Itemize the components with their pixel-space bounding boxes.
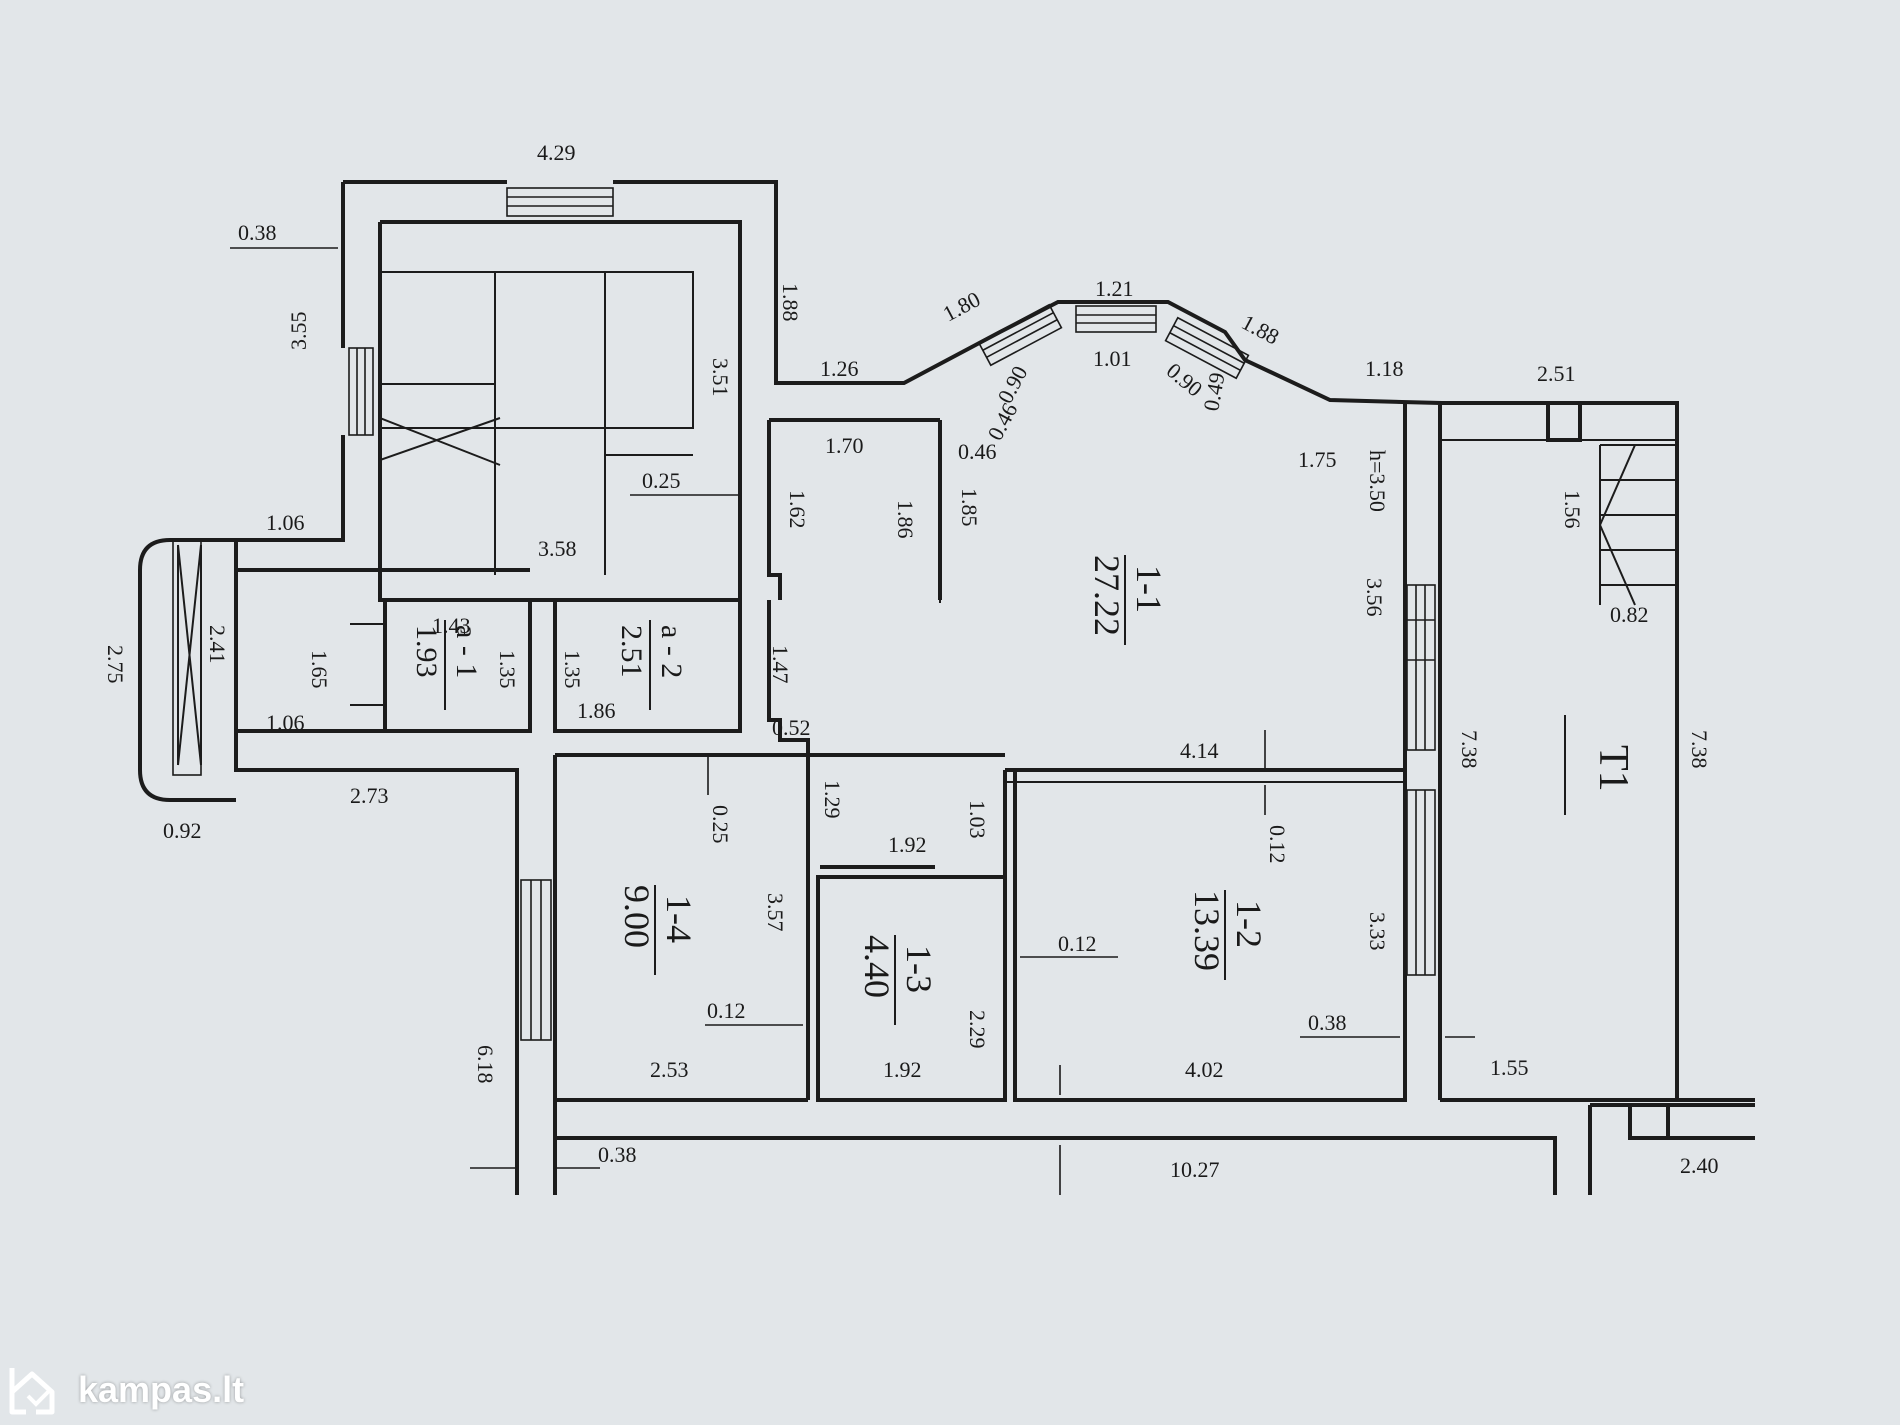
room-1-3-label: 1-3 4.40: [857, 935, 939, 1025]
dim: 0.46: [958, 439, 997, 464]
dim: 0.38: [238, 220, 277, 245]
dim: 6.18: [473, 1045, 498, 1084]
dim: 0.38: [598, 1142, 637, 1167]
room-a-2-label: a - 2 2.51: [615, 620, 688, 710]
dim: 3.33: [1365, 912, 1390, 951]
room-a-1-area: 1.93: [410, 625, 443, 678]
dim: 2.29: [965, 1010, 990, 1049]
room-1-1-area: 27.22: [1087, 555, 1127, 636]
dim: 1.80: [939, 286, 985, 326]
dim: 2.75: [103, 645, 128, 684]
dim: 1.47: [768, 645, 793, 684]
room-1-1-id: 1-1: [1129, 565, 1169, 613]
walls: [234, 180, 1755, 1195]
dim: 4.29: [537, 140, 576, 165]
room-a-2-area: 2.51: [615, 625, 648, 678]
dim: 1.01: [1093, 346, 1132, 371]
dim: 1.26: [820, 356, 859, 381]
room-1-2-area: 13.39: [1187, 890, 1227, 971]
dim: 1.65: [307, 650, 332, 689]
dim: 3.56: [1362, 578, 1387, 617]
dim: 0.46: [982, 399, 1022, 445]
dim: 4.02: [1185, 1057, 1224, 1082]
dim: 3.58: [538, 536, 577, 561]
dim: 1.35: [495, 650, 520, 689]
room-1-1-label: 1-1 27.22: [1087, 555, 1169, 645]
dim: 1.43: [432, 613, 471, 638]
dim: 0.12: [1058, 931, 1097, 956]
dim: 1.55: [1490, 1055, 1529, 1080]
room-t1-id: T1: [1590, 745, 1636, 792]
dim: 0.12: [1265, 825, 1290, 864]
room-1-4-label: 1-4 9.00: [617, 885, 699, 975]
dim: 1.75: [1298, 447, 1337, 472]
logo-text: kampas.lt: [78, 1369, 245, 1410]
dim: 1.35: [560, 650, 585, 689]
dim: 1.21: [1095, 276, 1134, 301]
dim: 2.41: [205, 625, 230, 664]
dim: 0.12: [707, 998, 746, 1023]
room-a-1-id: a - 1: [450, 625, 483, 678]
dim: 1.88: [778, 283, 803, 322]
dim: 0.82: [1610, 602, 1649, 627]
dim: 3.57: [763, 893, 788, 932]
dim: 0.38: [1308, 1010, 1347, 1035]
dim: 7.38: [1687, 730, 1712, 769]
dim: 0.92: [163, 818, 202, 843]
dim: 1.86: [893, 500, 918, 539]
dim: 1.29: [820, 780, 845, 819]
dim: 1.85: [957, 488, 982, 527]
dim: 1.56: [1560, 490, 1585, 529]
dim: 1.92: [883, 1057, 922, 1082]
dim: 1.92: [888, 832, 927, 857]
room-labels: 1-1 27.22 1-2 13.39 1-3 4.40 1-4 9.00 a …: [410, 555, 1636, 1025]
dim: 2.51: [1537, 361, 1576, 386]
dimension-labels: 4.29 0.38 1.88 3.55 3.51 1.26 1.80 1.21 …: [103, 140, 1719, 1195]
room-1-4-area: 9.00: [617, 885, 657, 948]
room-1-3-id: 1-3: [899, 945, 939, 993]
room-t1-label: T1: [1564, 715, 1636, 815]
dim: 1.62: [785, 490, 810, 529]
dim: 4.14: [1180, 738, 1219, 763]
dim: 0.52: [772, 715, 811, 740]
dim: 0.25: [708, 805, 733, 844]
room-1-3-area: 4.40: [857, 935, 897, 998]
dim: h=3.50: [1365, 450, 1390, 512]
dim: 3.55: [286, 312, 311, 351]
stairs: [138, 444, 1677, 802]
room-1-2-id: 1-2: [1229, 900, 1269, 948]
kampas-logo[interactable]: kampas.lt: [6, 1362, 244, 1418]
room-1-4-id: 1-4: [659, 895, 699, 943]
dim: 0.49: [1198, 371, 1229, 413]
dim: 2.40: [1680, 1153, 1719, 1178]
dim: 1.70: [825, 433, 864, 458]
dim: 1.06: [266, 710, 305, 735]
dim: 1.86: [577, 698, 616, 723]
dim: 3.51: [708, 358, 733, 397]
room-a-1-label: a - 1 1.93: [410, 620, 483, 710]
room-a-2-id: a - 2: [655, 625, 688, 678]
room-1-2-label: 1-2 13.39: [1187, 890, 1269, 980]
dim: 1.88: [1238, 309, 1284, 349]
dim: 1.03: [965, 800, 990, 839]
house-logo-icon: [9, 1368, 55, 1415]
dim: 1.18: [1365, 356, 1404, 381]
dim: 10.27: [1170, 1157, 1220, 1182]
dim: 0.25: [642, 468, 681, 493]
dim: 7.38: [1457, 730, 1482, 769]
dim: 2.73: [350, 783, 389, 808]
dim: 1.06: [266, 510, 305, 535]
dim: 2.53: [650, 1057, 689, 1082]
